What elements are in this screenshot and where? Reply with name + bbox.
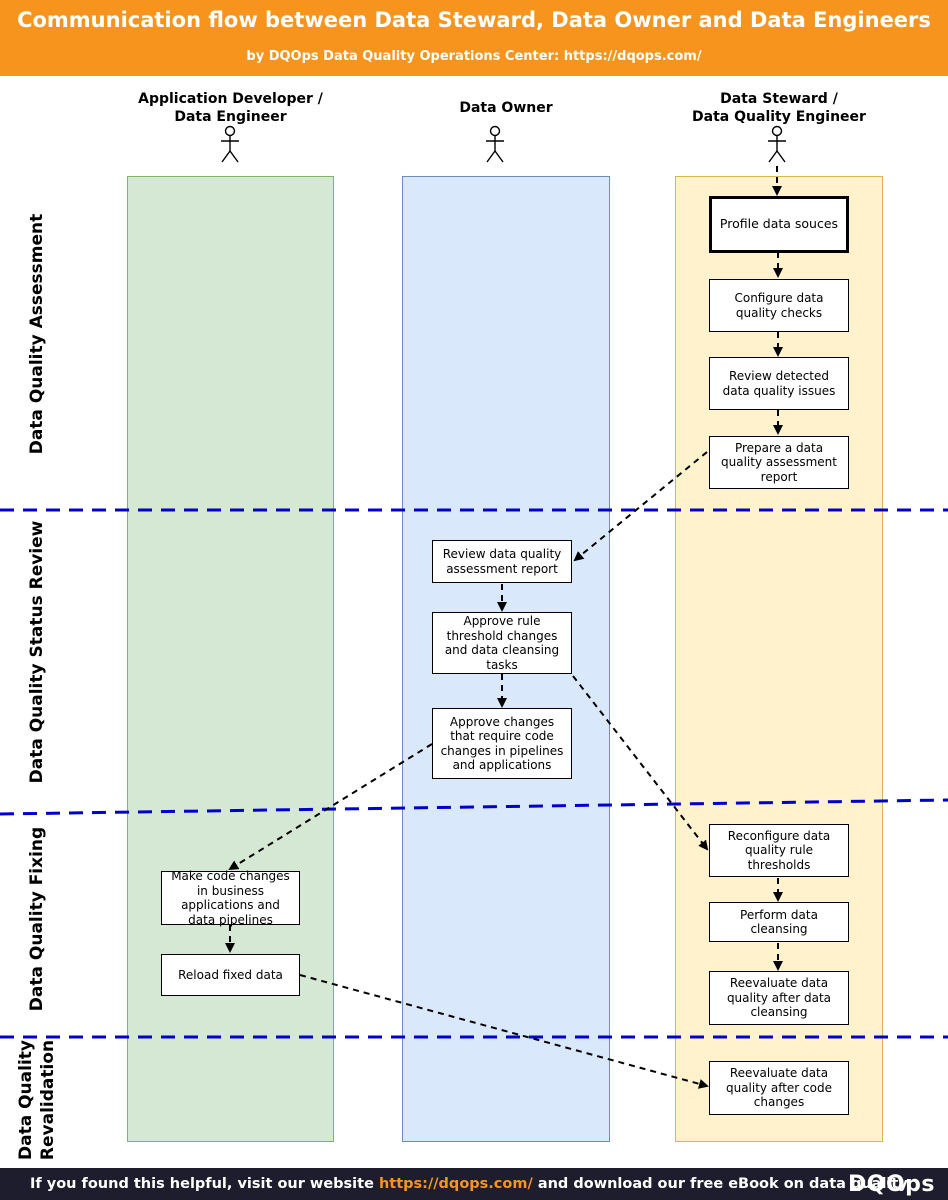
footer-text: If you found this helpful, visit our web… <box>30 1176 908 1192</box>
phase-divider <box>0 798 948 816</box>
footer-link[interactable]: https://dqops.com/ <box>378 1176 533 1192</box>
actor-label-developer: Application Developer / Data Engineer <box>138 91 323 125</box>
phase-label-assessment: Data Quality Assessment <box>27 213 47 455</box>
step-review-assessment-report: Review data quality assessment report <box>432 540 572 583</box>
step-make-code-changes: Make code changes in business applicatio… <box>161 869 300 927</box>
step-profile-data-sources: Profile data souces <box>709 196 849 253</box>
actor-label-steward: Data Steward / Data Quality Engineer <box>692 91 866 125</box>
step-configure-checks: Configure data quality checks <box>709 279 849 332</box>
stick-figure-icon <box>768 125 786 163</box>
page-title: Communication flow between Data Steward,… <box>17 8 931 32</box>
phase-label-fixing: Data Quality Fixing <box>27 826 47 1012</box>
page-subtitle: by DQOps Data Quality Operations Center:… <box>246 49 702 64</box>
step-reload-fixed-data: Reload fixed data <box>161 954 300 996</box>
step-reevaluate-after-code-changes: Reevaluate data quality after code chang… <box>709 1061 849 1115</box>
step-perform-cleansing: Perform data cleansing <box>709 902 849 942</box>
header-banner: Communication flow between Data Steward,… <box>0 0 948 76</box>
step-approve-rule-thresholds: Approve rule threshold changes and data … <box>432 612 572 674</box>
actor-label-owner: Data Owner <box>459 100 553 116</box>
footer-text-before: If you found this helpful, visit our web… <box>30 1176 379 1192</box>
flow-arrow <box>299 974 709 1089</box>
footer-text-after: and download our free eBook on data qual… <box>532 1176 908 1192</box>
flow-arrow <box>228 743 433 871</box>
step-review-detected-issues: Review detected data quality issues <box>709 357 849 410</box>
flow-arrow <box>573 451 708 562</box>
flow-arrow <box>572 675 709 851</box>
step-approve-code-changes: Approve changes that require code change… <box>432 708 572 779</box>
footer-banner: If you found this helpful, visit our web… <box>0 1168 948 1200</box>
step-reconfigure-thresholds: Reconfigure data quality rule thresholds <box>709 824 849 877</box>
stick-figure-icon <box>486 125 504 163</box>
step-prepare-assessment-report: Prepare a data quality assessment report <box>709 436 849 489</box>
dqops-logo: DQOps <box>848 1172 936 1197</box>
stick-figure-icon <box>221 125 239 163</box>
phase-label-status-review: Data Quality Status Review <box>27 520 47 784</box>
phase-label-revalidation: Data Quality Revalidation <box>16 1039 58 1161</box>
step-reevaluate-after-cleansing: Reevaluate data quality after data clean… <box>709 971 849 1025</box>
